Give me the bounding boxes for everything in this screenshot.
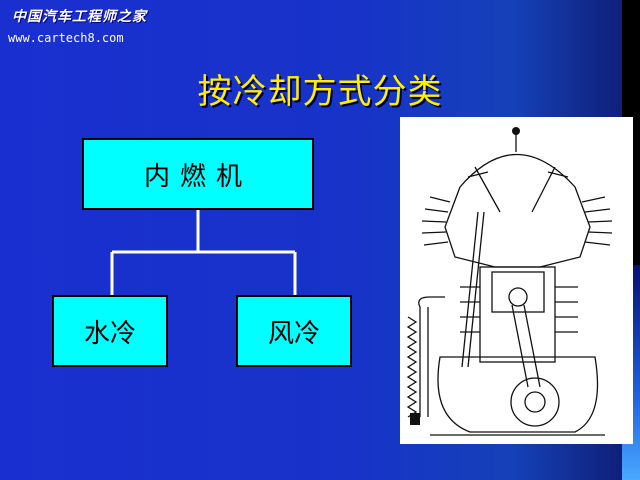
slide-title: 按冷却方式分类 [197, 72, 443, 112]
engine-drawing [406, 127, 613, 436]
watermark-site-url: www.cartech8.com [8, 31, 124, 45]
watermark-site-name: 中国汽车工程师之家 [12, 9, 147, 25]
child-node-air-cooled: 风冷 [236, 295, 352, 367]
root-node-internal-combustion-engine: 内燃机 [82, 138, 314, 210]
engine-cross-section-illustration [400, 117, 633, 444]
child-node-water-cooled: 水冷 [52, 295, 168, 367]
